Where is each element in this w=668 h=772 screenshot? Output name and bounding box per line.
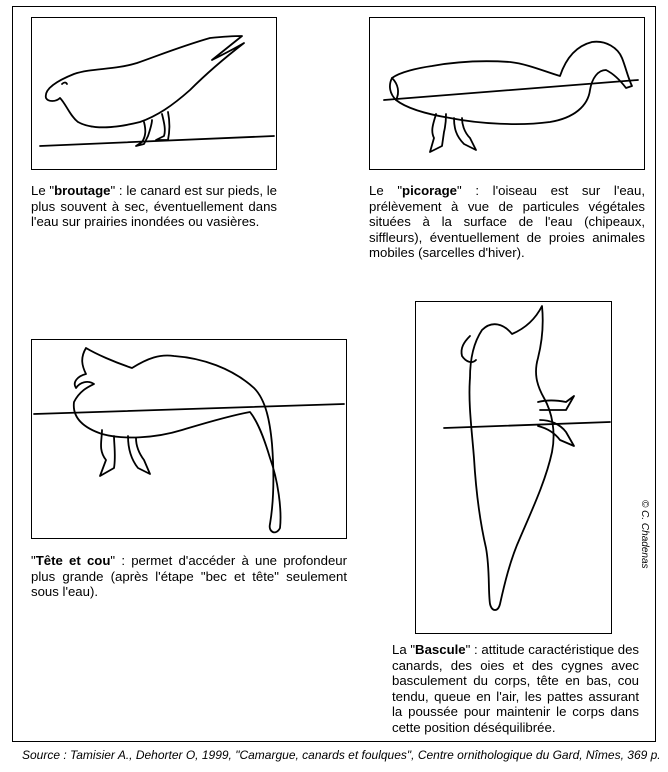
broutage-caption: Le "broutage" : le canard est sur pieds,… <box>31 183 277 230</box>
tete-et-cou-duck-drawing <box>32 340 348 540</box>
water-line <box>384 80 638 100</box>
duck-eye <box>62 83 67 85</box>
broutage-illustration <box>31 17 277 170</box>
duck-leg-left <box>430 114 446 152</box>
source-citation: Source : Tamisier A., Dehorter O, 1999, … <box>22 748 661 762</box>
picorage-duck-drawing <box>370 18 646 171</box>
tete-et-cou-caption: "Tête et cou" : permet d'accéder à une p… <box>31 553 347 600</box>
duck-body-outline <box>469 306 553 610</box>
bascule-caption: La "Bascule" : attitude caractéristique … <box>392 642 639 735</box>
picorage-caption: Le "picorage" : l'oiseau est sur l'eau, … <box>369 183 645 261</box>
picorage-illustration <box>369 17 645 170</box>
caption-prefix: La " <box>392 642 415 657</box>
duck-leg-right <box>454 118 476 150</box>
duck-leg-right <box>156 112 170 140</box>
tete-et-cou-illustration <box>31 339 347 539</box>
caption-term: Bascule <box>415 642 466 657</box>
bascule-duck-drawing <box>416 302 613 635</box>
caption-term: Tête et cou <box>36 553 111 568</box>
duck-leg-right <box>128 436 150 474</box>
bascule-illustration <box>415 301 612 634</box>
caption-term: picorage <box>402 183 457 198</box>
caption-prefix: Le " <box>369 183 402 198</box>
ground-line <box>40 136 274 146</box>
duck-body-outline <box>46 36 244 127</box>
caption-term: broutage <box>54 183 110 198</box>
caption-prefix: Le " <box>31 183 54 198</box>
broutage-duck-drawing <box>32 18 278 171</box>
water-line <box>444 422 610 428</box>
copyright-notice: © C. Chadenas <box>639 500 650 569</box>
duck-body-outline <box>74 348 281 532</box>
water-line <box>34 404 344 414</box>
